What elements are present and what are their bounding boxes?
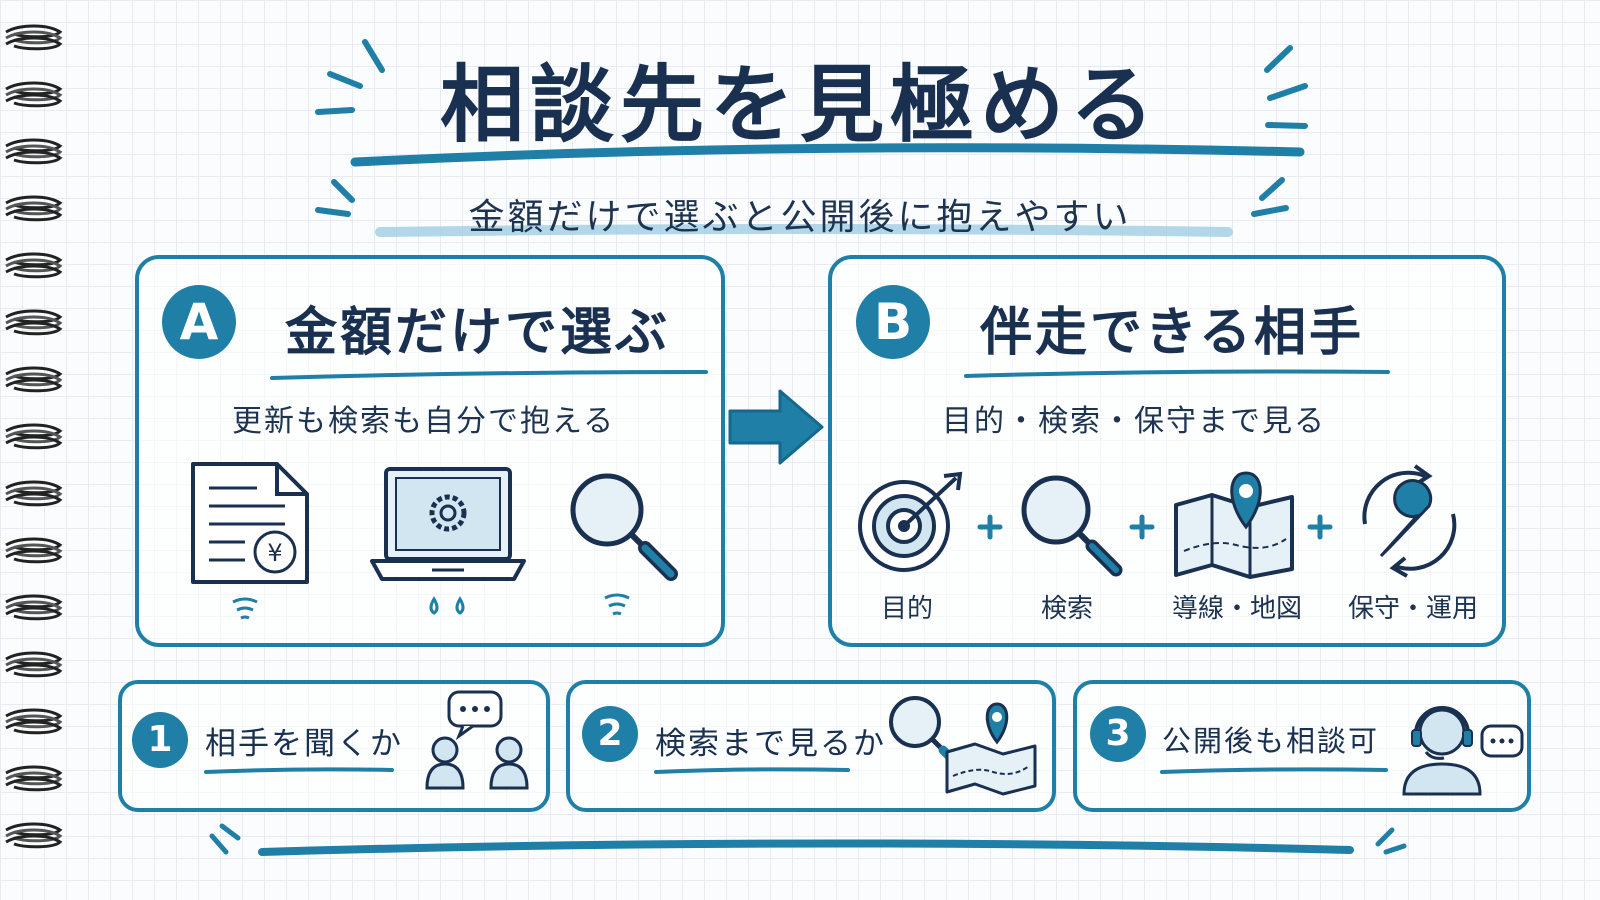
target-icon [858,471,963,572]
panel-b-heading: 伴走できる相手 [980,303,1364,363]
spiral-ring [5,252,63,279]
spiral-ring [5,537,63,564]
spiral-ring [5,822,63,849]
spiral-ring [5,765,63,792]
title-decoration-lines [315,39,1308,237]
panel-b-description: 目的・検索・保守まで見る [942,404,1326,439]
spiral-ring [5,480,63,507]
criterion-2-number: 2 [582,706,638,762]
label-route-map: 導線・地図 [1171,594,1302,624]
criterion-1-label: 相手を聞くか [205,726,403,762]
spiral-ring [5,138,63,165]
panel-b [828,255,1506,647]
criterion-3-number: 3 [1090,706,1146,762]
people-chat-icon [425,690,529,790]
criterion-1-number: 1 [132,712,188,768]
spiral-ring [5,651,63,678]
label-search: 検索 [1040,594,1093,624]
spiral-ring [5,708,63,735]
panel-a-underline [0,0,600,20]
spiral-binding [5,24,63,849]
label-purpose: 目的 [880,594,933,624]
label-maintenance: 保守・運用 [1347,594,1478,624]
magnifier-map-icon [889,696,1037,796]
map-pin-icon [1174,471,1294,579]
magnifier-icon [570,473,678,616]
laptop-gear-icon [370,467,526,615]
spiral-ring [5,195,63,222]
arrow-right-icon [728,389,824,465]
panel-a-heading: 金額だけで選ぶ [285,303,671,363]
panel-a-badge: A [162,285,236,359]
criterion-2-label: 検索まで見るか [655,726,886,762]
support-headset-icon [1402,706,1524,796]
invoice-yen-icon: ¥ [191,462,309,620]
spiral-ring [5,24,63,51]
spiral-ring [5,594,63,621]
page-title: 相談先を見極める [439,56,1160,154]
svg-text:¥: ¥ [267,539,282,567]
criterion-2-box [566,680,1056,812]
spiral-ring [5,366,63,393]
wrench-cycle-icon [1362,464,1457,578]
criterion-3-label: 公開後も相談可 [1162,724,1380,758]
spiral-ring [5,309,63,336]
spiral-ring [5,81,63,108]
magnifier-icon [1021,475,1123,577]
spiral-ring [5,423,63,450]
panel-b-badge: B [856,285,930,359]
page-subtitle: 金額だけで選ぶと公開後に抱えやすい [468,197,1132,238]
panel-a-description: 更新も検索も自分で抱える [232,404,616,439]
